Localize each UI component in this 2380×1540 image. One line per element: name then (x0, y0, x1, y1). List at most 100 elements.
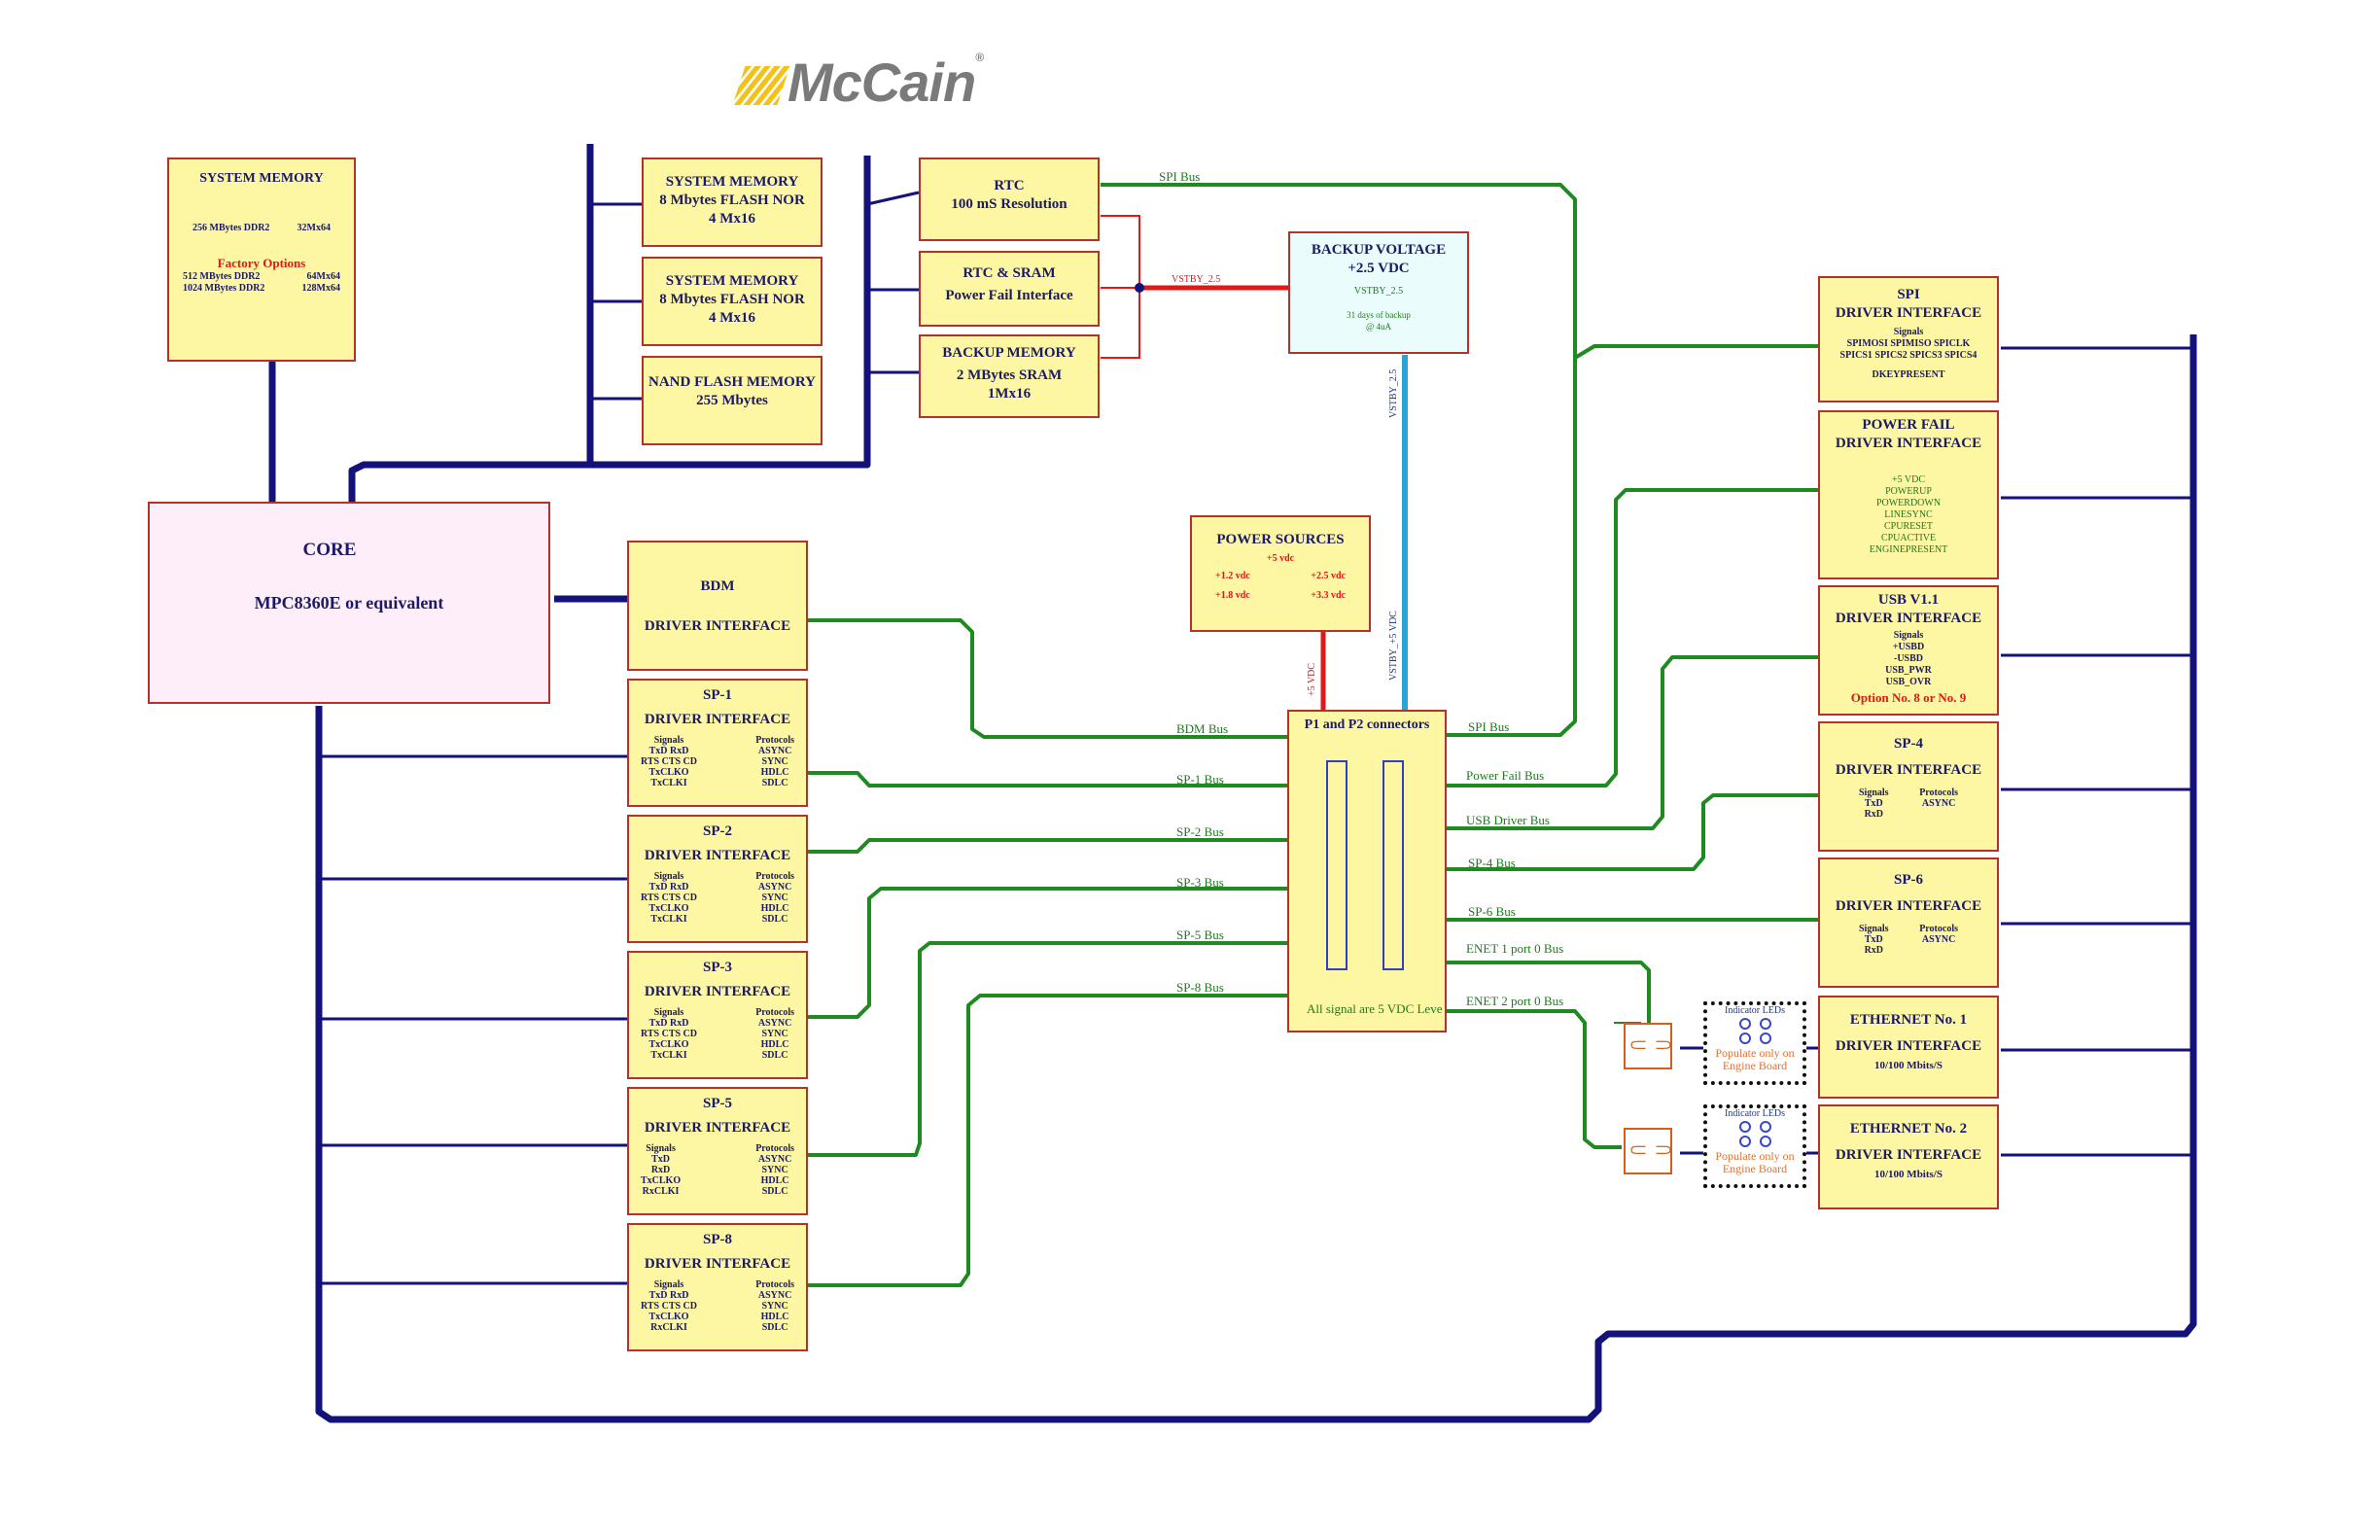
sp8-sig: TxCLKO (648, 1312, 689, 1322)
memory-bus (348, 156, 871, 506)
pf-signal: +5 VDC (1891, 474, 1926, 485)
sp8-sub: DRIVER INTERFACE (644, 1256, 791, 1272)
spi-bus-branch (1573, 344, 1820, 360)
sp3-proto: SYNC (761, 1029, 788, 1039)
sp8-sig: TxD RxD (648, 1290, 689, 1301)
usb-option: Option No. 8 or No. 9 (1850, 690, 1967, 705)
indicator-leds-label: Indicator LEDs (1725, 1108, 1785, 1119)
power-fail-sub: DRIVER INTERFACE (1835, 436, 1982, 451)
sp8-proto: HDLC (760, 1312, 789, 1322)
power-fail-title: POWER FAIL (1862, 417, 1955, 433)
logo-text: McCain (788, 52, 976, 113)
sp2-signals-head: Signals (653, 871, 684, 882)
sp3-protocols-head: Protocols (755, 1007, 794, 1018)
sp8-bus (807, 994, 1288, 1287)
enet2-bus-label: ENET 2 port 0 Bus (1466, 994, 1564, 1008)
factory-options-label: Factory Options (217, 256, 306, 270)
connector-p2-slot (1382, 760, 1404, 970)
vstby-junction (1135, 283, 1144, 293)
led-dots-icon (1735, 1121, 1774, 1148)
bdm-title: BDM (700, 578, 735, 594)
ddr2-org: 32Mx64 (297, 223, 331, 233)
eth2-title: ETHERNET No. 2 (1849, 1121, 1968, 1137)
sp5-sig: RxCLKI (642, 1186, 680, 1197)
power-1v8: +1.8 vdc (1215, 590, 1250, 601)
sp1-proto: SDLC (761, 778, 788, 788)
sp5-sig: RxD (650, 1165, 671, 1175)
sp6-signals-head: Signals (1859, 924, 1889, 934)
spi-bus-label: SPI Bus (1468, 719, 1510, 734)
sp8-title: SP-8 (703, 1232, 732, 1247)
usb-sub: DRIVER INTERFACE (1835, 611, 1982, 626)
vstby-vertical-label: VSTBY_2.5 (1388, 368, 1399, 418)
backup-voltage-rail: VSTBY_2.5 (1353, 286, 1404, 297)
mccain-logo-mark (732, 66, 790, 105)
sp5-signals-head: Signals (646, 1143, 676, 1154)
eth1-title: ETHERNET No. 1 (1849, 1012, 1968, 1028)
flash1-line1: 8 Mbytes FLASH NOR (659, 192, 805, 208)
power-sources-title: POWER SOURCES (1216, 532, 1345, 547)
pf-bus (1447, 488, 1820, 788)
sp2-sig: TxCLKO (648, 903, 689, 914)
sp2-proto: HDLC (760, 903, 789, 914)
nand-size: 255 Mbytes (696, 393, 768, 408)
pf-signal: ENGINEPRESENT (1869, 544, 1948, 555)
sp3-bus (807, 887, 1288, 1019)
enet2-bus (1447, 1009, 1622, 1149)
led-dots-icon (1735, 1018, 1774, 1045)
sp1-sig: RTS CTS CD (641, 756, 697, 767)
sp3-sig: TxD RxD (648, 1018, 689, 1029)
sp3-sig: RTS CTS CD (641, 1029, 697, 1039)
spi-top-bus-label: SPI Bus (1159, 169, 1201, 184)
sp5-sub: DRIVER INTERFACE (644, 1120, 791, 1136)
sp2-bus-label: SP-2 Bus (1176, 824, 1224, 839)
sp1-sig: TxCLKO (648, 767, 689, 778)
rtc-resolution: 100 mS Resolution (951, 196, 1068, 212)
usb-signal: -USBD (1893, 653, 1923, 664)
transformer-icon: ⸦⸧ (1624, 1023, 1676, 1069)
transformer-icon: ⸦⸧ (1624, 1128, 1676, 1174)
ddr2-size: 256 MBytes DDR2 (192, 223, 270, 233)
sp6-sig: RxD (1864, 945, 1884, 956)
backup-memory-title: BACKUP MEMORY (942, 345, 1076, 361)
spi-driver-box: SPI DRIVER INTERFACE Signals SPIMOSI SPI… (1818, 276, 1999, 402)
spi-top-bus (1101, 183, 1577, 737)
sp1-proto: HDLC (760, 767, 789, 778)
connector-p1-slot (1326, 760, 1348, 970)
flash-nor-box-2: SYSTEM MEMORY 8 Mbytes FLASH NOR 4 Mx16 (642, 257, 822, 346)
rtc-box: RTC 100 mS Resolution (919, 158, 1100, 241)
sp2-title: SP-2 (703, 823, 732, 839)
sp6-title: SP-6 (1894, 872, 1923, 888)
enet1-bus (1447, 961, 1651, 1023)
pf-signal: CPURESET (1883, 521, 1933, 532)
system-memory-title: SYSTEM MEMORY (199, 171, 324, 186)
connector-title: P1 and P2 connectors (1304, 718, 1430, 732)
flash1-title: SYSTEM MEMORY (665, 174, 799, 190)
usb-bus-label: USB Driver Bus (1466, 813, 1550, 827)
sp4-sub: DRIVER INTERFACE (1835, 762, 1982, 778)
p1-p2-connector-box: P1 and P2 connectors All signal are 5 VD… (1287, 710, 1447, 1032)
sp8-proto: SDLC (761, 1322, 788, 1333)
backup-memory-size: 2 MBytes SRAM (956, 368, 1063, 383)
sp2-sub: DRIVER INTERFACE (644, 848, 791, 863)
sp3-proto: ASYNC (757, 1018, 792, 1029)
usb-signal: +USBD (1892, 642, 1925, 652)
sp8-proto: ASYNC (757, 1290, 792, 1301)
sp3-title: SP-3 (703, 960, 732, 975)
usb-signals-head: Signals (1893, 630, 1924, 641)
sp5-bus-label: SP-5 Bus (1176, 928, 1224, 942)
sp1-sig: TxD RxD (648, 746, 689, 756)
sp1-proto: ASYNC (757, 746, 792, 756)
sp3-proto: HDLC (760, 1039, 789, 1050)
core-title: CORE (302, 540, 357, 560)
flash-nor-box-1: SYSTEM MEMORY 8 Mbytes FLASH NOR 4 Mx16 (642, 158, 822, 247)
system-memory-ddr2-box: SYSTEM MEMORY 256 MBytes DDR2 32Mx64 Fact… (167, 158, 356, 362)
backup-voltage-title: BACKUP VOLTAGE (1311, 242, 1447, 258)
ethernet1-driver-box: ETHERNET No. 1 DRIVER INTERFACE 10/100 M… (1818, 996, 1999, 1099)
